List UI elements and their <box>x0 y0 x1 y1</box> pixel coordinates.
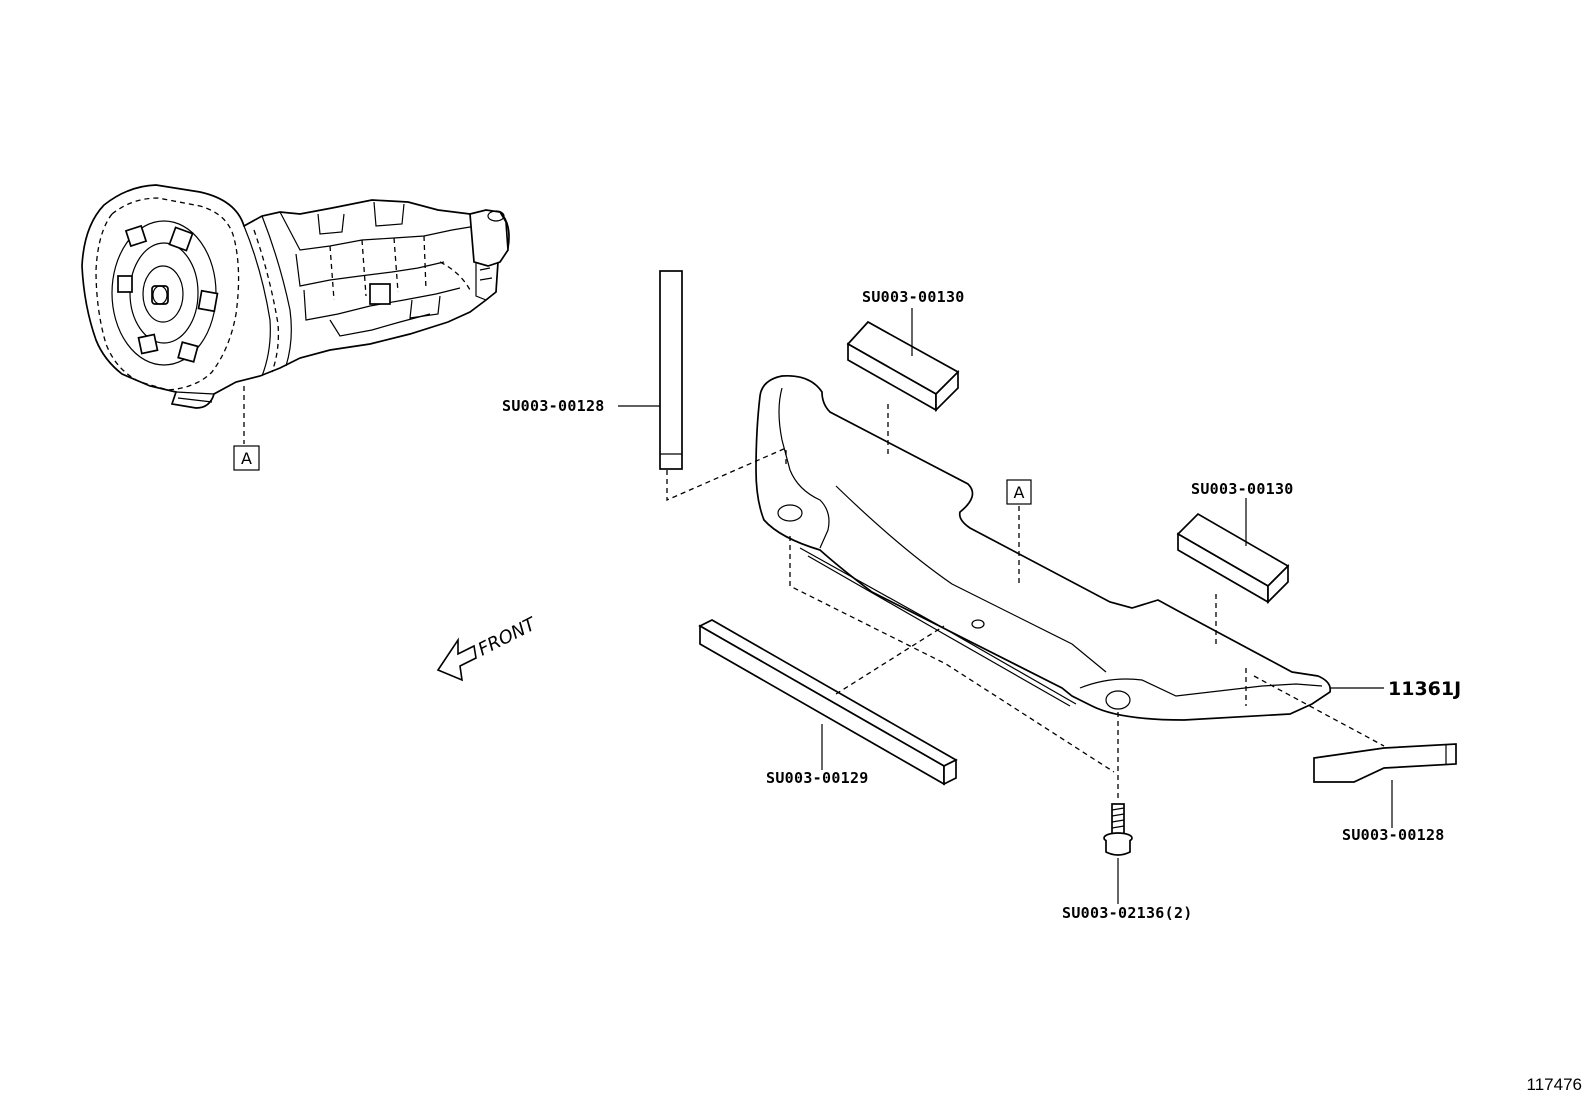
cover-ref-marker: A <box>1014 483 1025 502</box>
label-11361j: 11361J <box>1388 678 1461 700</box>
label-su003-00128-right: SU003-00128 <box>1342 826 1445 844</box>
front-arrow: FRONT <box>436 613 541 682</box>
transmission-ref-marker: A <box>241 449 252 468</box>
pad-su003-00130-right <box>1176 512 1290 605</box>
label-su003-00128-left: SU003-00128 <box>502 397 605 415</box>
transmission-cover <box>755 374 1332 721</box>
pad-su003-00130-top <box>846 320 960 413</box>
label-su003-00129: SU003-00129 <box>766 769 869 787</box>
pad-su003-00128-left <box>659 270 683 470</box>
label-su003-00130-top: SU003-00130 <box>862 288 965 306</box>
image-number: 117476 <box>1527 1075 1582 1094</box>
transmission-ref-box <box>233 445 260 471</box>
transmission-assembly <box>81 184 510 409</box>
bolt-su003-02136 <box>1103 803 1133 856</box>
cover-ref-box <box>1006 479 1032 505</box>
label-su003-02136: SU003-02136(2) <box>1062 904 1193 922</box>
label-su003-00130-right: SU003-00130 <box>1191 480 1294 498</box>
pad-su003-00128-right <box>1313 743 1457 783</box>
front-label: FRONT <box>475 613 541 661</box>
pad-su003-00129 <box>698 619 958 786</box>
